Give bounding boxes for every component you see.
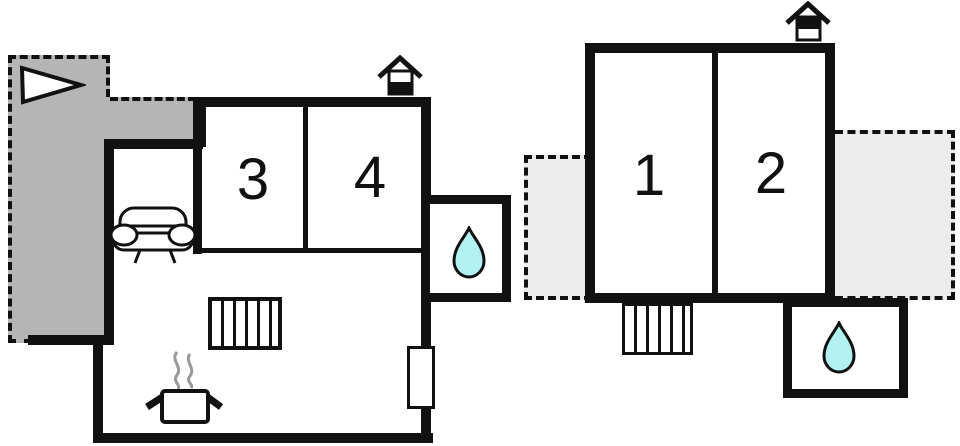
chimney-icon: [785, 1, 831, 43]
wall: [193, 97, 431, 107]
interior-wall: [193, 248, 428, 253]
terrace-left-edge-dash-bottom: [8, 339, 32, 343]
radiator-icon: [208, 297, 282, 350]
interior-wall: [303, 107, 308, 248]
direction-flag-icon: [18, 64, 86, 106]
cooking-pot-icon: [140, 350, 225, 425]
steam-icon: [173, 351, 181, 390]
steam-icon: [186, 353, 194, 389]
room-label-2: 2: [754, 141, 788, 206]
wall: [585, 43, 595, 303]
radiator-icon: [622, 303, 693, 355]
wall: [93, 335, 103, 443]
window-symbol: [407, 346, 435, 409]
wall: [825, 43, 835, 303]
room-label-4: 4: [353, 145, 387, 210]
terrace-right-west: [524, 155, 592, 300]
wall: [93, 433, 433, 443]
chimney-icon: [377, 55, 423, 97]
wall: [28, 335, 114, 345]
water-drop-icon: [822, 321, 856, 375]
wall: [104, 139, 203, 149]
wall: [193, 97, 202, 254]
room-label-3: 3: [236, 147, 270, 212]
water-drop-icon: [452, 226, 486, 280]
wall: [585, 43, 835, 53]
wall: [585, 293, 835, 303]
sofa-icon: [110, 206, 198, 266]
terrace-left-edge-dash-vertical: [106, 55, 110, 97]
terrace-right-east: [835, 130, 955, 300]
wall: [104, 139, 114, 345]
interior-wall: [712, 53, 718, 293]
room-label-1: 1: [632, 143, 666, 208]
terrace-left-upper: [110, 97, 196, 143]
